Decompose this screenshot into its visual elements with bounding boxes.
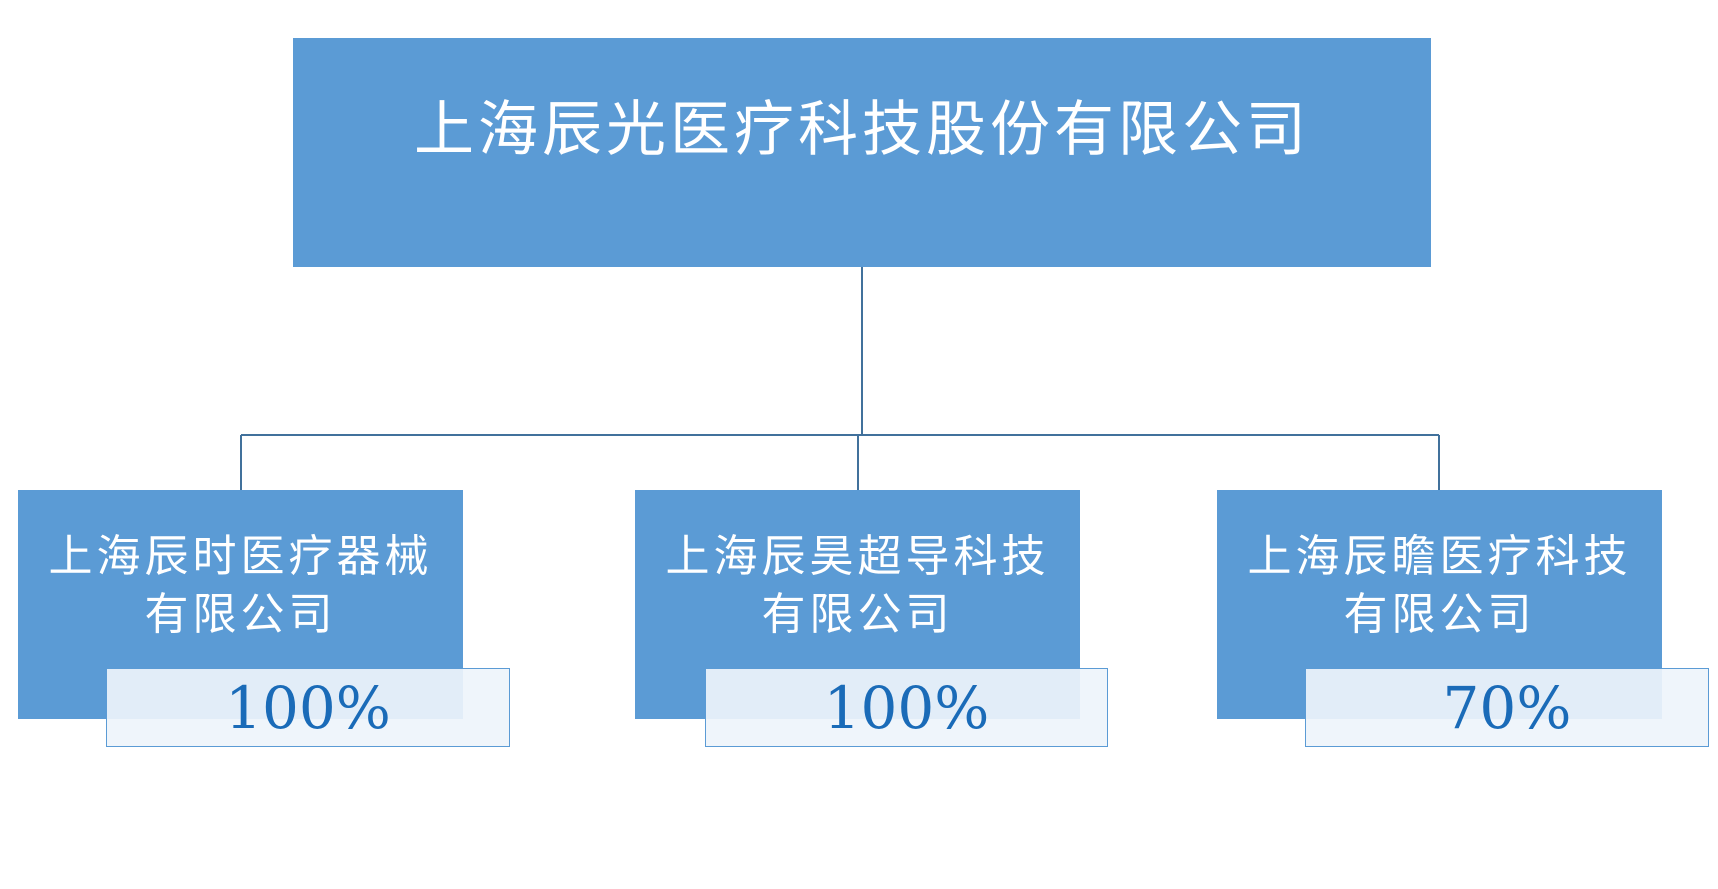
stake-value-1: 100% [225, 673, 391, 742]
subsidiary-name-3-line2: 有限公司 [1343, 589, 1536, 640]
subsidiary-name-2-line2: 有限公司 [761, 589, 954, 640]
subsidiary-name-1-line1: 上海辰时医疗器械 [48, 531, 433, 582]
parent-company-box: 上海辰光医疗科技股份有限公司 [293, 38, 1431, 267]
parent-company-name: 上海辰光医疗科技股份有限公司 [414, 95, 1310, 165]
subsidiary-name-2: 上海辰昊超导科技 有限公司 [666, 528, 1050, 644]
stake-box-3: 70% [1305, 668, 1709, 747]
subsidiary-name-2-line1: 上海辰昊超导科技 [665, 531, 1050, 582]
stake-value-2: 100% [823, 673, 990, 742]
stake-box-1: 100% [106, 668, 510, 747]
subsidiary-name-1-line2: 有限公司 [144, 589, 337, 640]
subsidiary-box-1: 上海辰时医疗器械 有限公司 [18, 490, 463, 719]
subsidiary-name-3-line1: 上海辰瞻医疗科技 [1247, 531, 1632, 582]
subsidiary-name-1: 上海辰时医疗器械 有限公司 [49, 528, 433, 644]
stake-box-2: 100% [705, 668, 1108, 747]
subsidiary-name-3: 上海辰瞻医疗科技 有限公司 [1248, 528, 1632, 644]
stake-value-3: 70% [1442, 673, 1572, 742]
